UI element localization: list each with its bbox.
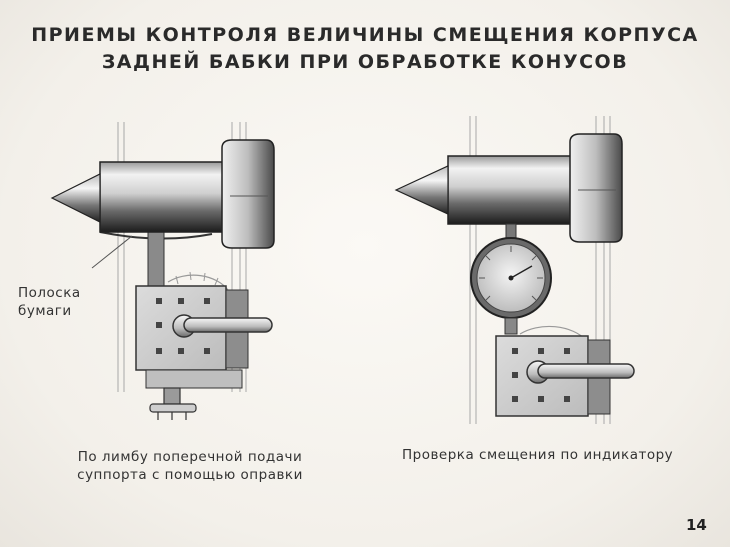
page-number: 14 — [686, 516, 707, 534]
paper-strip-label-line-1: Полоска — [18, 285, 81, 301]
right-centre-cone — [394, 165, 449, 215]
right-diagram — [394, 116, 635, 424]
right-quill — [447, 155, 573, 225]
left-caption: По лимбу поперечной подачи суппорта с по… — [40, 448, 340, 484]
left-dial-arc — [167, 274, 229, 291]
dial-indicator — [470, 237, 552, 319]
left-centre-cone — [50, 173, 101, 223]
right-lever — [526, 360, 635, 384]
callout-line — [91, 235, 133, 269]
title-line-1: ПРИЕМЫ КОНТРОЛЯ ВЕЛИЧИНЫ СМЕЩЕНИЯ КОРПУС… — [31, 24, 699, 46]
left-quill — [99, 161, 225, 233]
paper-strip-label-line-2: бумаги — [18, 303, 72, 319]
left-lever — [172, 314, 273, 338]
title-line-2: ЗАДНЕЙ БАБКИ ПРИ ОБРАБОТКЕ КОНУСОВ — [101, 51, 629, 73]
right-housing — [569, 133, 623, 243]
slide-title: ПРИЕМЫ КОНТРОЛЯ ВЕЛИЧИНЫ СМЕЩЕНИЯ КОРПУС… — [0, 22, 730, 76]
left-caption-line-1: По лимбу поперечной подачи — [77, 449, 303, 465]
mandrel-stem — [147, 229, 165, 291]
paper-strip-label: Полоска бумаги — [18, 284, 81, 320]
left-housing — [221, 139, 275, 249]
right-caption: Проверка смещения по индикатору — [402, 446, 712, 464]
left-caption-line-2: суппорта с помощью оправки — [77, 467, 303, 483]
left-lower-screw — [149, 387, 197, 420]
left-diagram — [50, 122, 275, 420]
right-caption-line-1: Проверка смещения по индикатору — [402, 447, 674, 463]
